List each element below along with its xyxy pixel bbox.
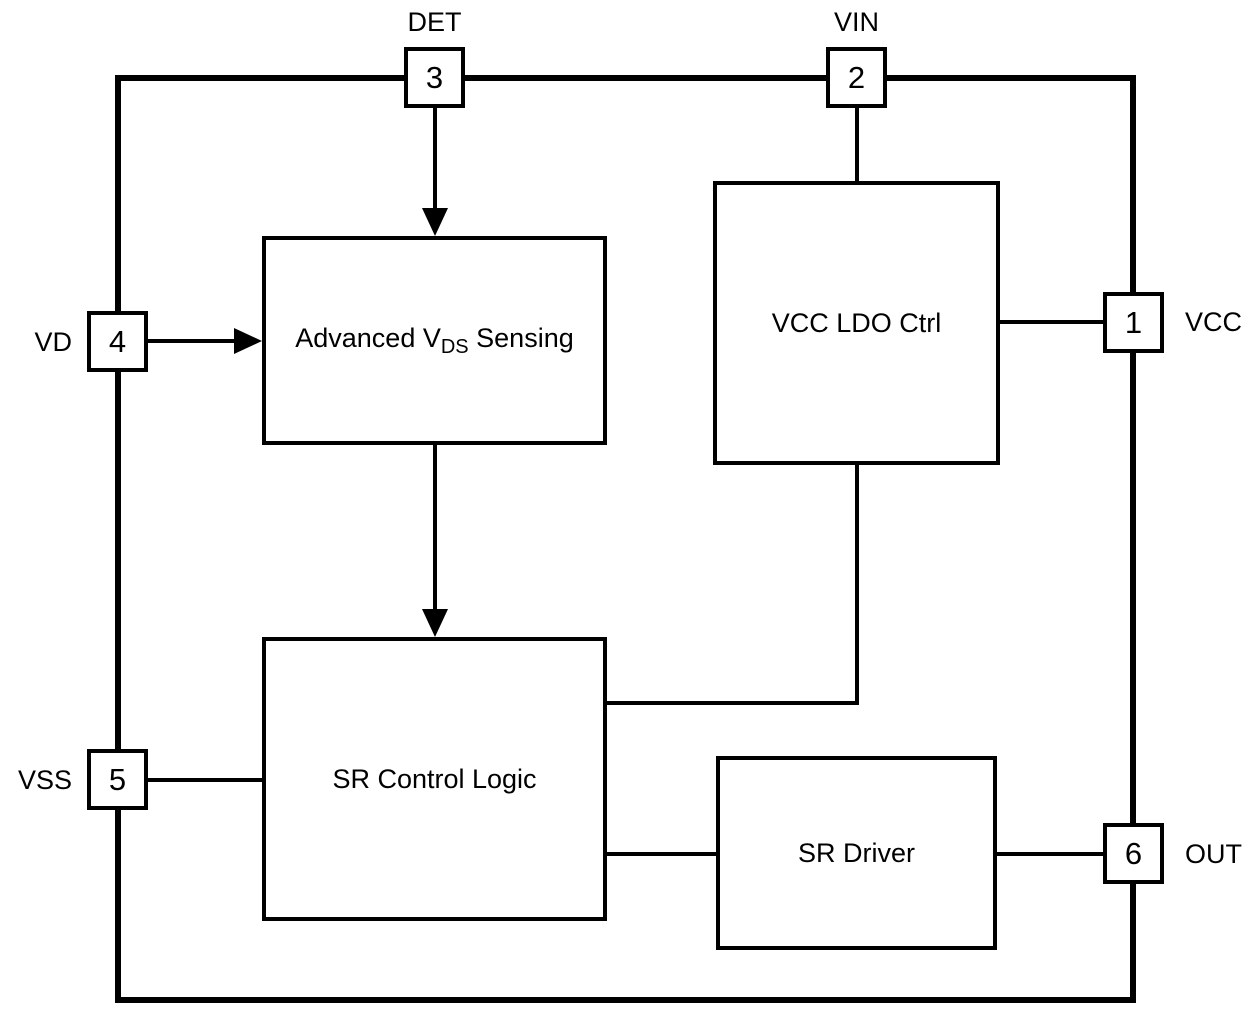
block-sr-control-logic: SR Control Logic bbox=[262, 637, 607, 921]
pin-box-3-det: 3 bbox=[404, 47, 465, 108]
arrowhead-down-icon bbox=[422, 208, 448, 236]
block-label: Advanced VDS Sensing bbox=[295, 322, 574, 358]
block-advanced-vds-sensing: Advanced VDS Sensing bbox=[262, 236, 607, 445]
pin-label-vin: VIN bbox=[833, 7, 879, 37]
pin-box-6-out: 6 bbox=[1103, 823, 1164, 884]
pin-box-5-vss: 5 bbox=[87, 749, 148, 810]
wire-sr-driver-to-out-pin bbox=[997, 852, 1103, 856]
block-label: SR Control Logic bbox=[332, 763, 537, 794]
pin-label-vd: VD bbox=[34, 327, 72, 357]
block-label: SR Driver bbox=[797, 837, 915, 868]
pin-label-vss: VSS bbox=[17, 765, 72, 795]
wire-vcc-ldo-down-segment bbox=[855, 465, 859, 705]
pin-label-out: OUT bbox=[1185, 839, 1242, 869]
arrowhead-right-icon bbox=[234, 328, 262, 354]
wire-sr-control-to-sr-driver bbox=[607, 852, 716, 856]
subscript-text: DS bbox=[440, 335, 469, 358]
pin-number: 2 bbox=[847, 59, 866, 95]
pin-number: 1 bbox=[1124, 304, 1143, 340]
pin-number: 5 bbox=[108, 761, 127, 797]
pin-box-1-vcc: 1 bbox=[1103, 292, 1164, 353]
pin-box-4-vd: 4 bbox=[87, 311, 148, 372]
wire-vds-sensing-to-sr-control bbox=[433, 445, 437, 609]
block-vcc-ldo-ctrl: VCC LDO Ctrl bbox=[713, 181, 1000, 465]
arrowhead-down-icon bbox=[422, 609, 448, 637]
wire-vss-to-sr-control bbox=[148, 778, 262, 782]
wire-vin-to-vcc-ldo bbox=[855, 108, 859, 181]
block-sr-driver: SR Driver bbox=[716, 756, 997, 950]
wire-vcc-ldo-to-vcc-pin bbox=[1000, 320, 1103, 324]
pin-box-2-vin: 2 bbox=[826, 47, 887, 108]
chip-outline bbox=[115, 75, 1136, 1003]
pin-number: 4 bbox=[108, 323, 127, 359]
wire-vd-to-vds-sensing bbox=[148, 339, 236, 343]
wire-det-to-vds-sensing bbox=[433, 108, 437, 210]
block-label: VCC LDO Ctrl bbox=[771, 307, 942, 338]
pin-number: 3 bbox=[425, 59, 444, 95]
pin-number: 6 bbox=[1124, 835, 1143, 871]
pin-label-det: DET bbox=[407, 7, 462, 37]
wire-vcc-ldo-to-sr-control bbox=[607, 701, 859, 705]
pin-label-vcc: VCC bbox=[1185, 307, 1243, 337]
